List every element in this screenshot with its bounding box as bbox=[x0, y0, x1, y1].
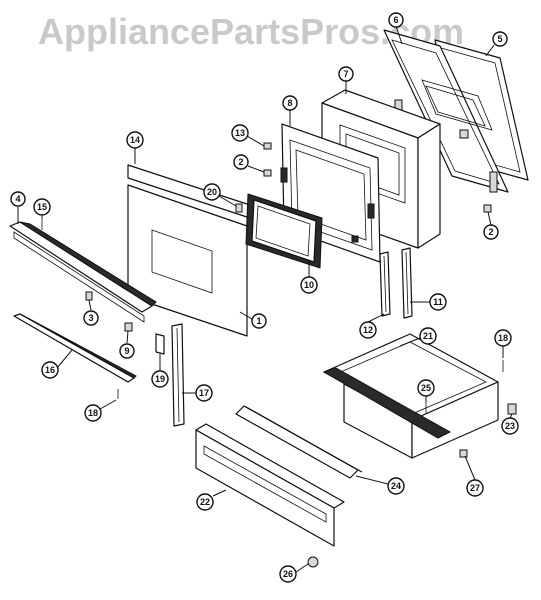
part-small-clip-13 bbox=[263, 142, 272, 150]
svg-text:2: 2 bbox=[488, 227, 493, 237]
callout-25: 25 bbox=[417, 379, 435, 397]
part-vertical-strip-11 bbox=[401, 247, 413, 319]
callout-5: 5 bbox=[492, 31, 508, 47]
svg-text:9: 9 bbox=[124, 346, 129, 356]
part-outer-door-glass bbox=[127, 184, 248, 337]
svg-text:2: 2 bbox=[238, 157, 243, 167]
part-small-screw-2b bbox=[483, 204, 492, 213]
callout-16: 16 bbox=[41, 361, 59, 379]
callout-14: 14 bbox=[126, 131, 144, 149]
callout-2-upper: 2 bbox=[233, 154, 249, 170]
svg-text:11: 11 bbox=[433, 297, 443, 307]
part-clip-9 bbox=[124, 322, 133, 332]
callout-17: 17 bbox=[195, 384, 213, 402]
callout-20: 20 bbox=[203, 183, 221, 201]
part-side-strip-17 bbox=[171, 323, 185, 427]
callout-7: 7 bbox=[338, 66, 354, 82]
callout-18-right: 18 bbox=[494, 329, 512, 347]
svg-text:27: 27 bbox=[470, 483, 480, 493]
part-drawer-front bbox=[195, 423, 345, 547]
callout-10: 10 bbox=[300, 276, 318, 294]
svg-text:23: 23 bbox=[505, 421, 515, 431]
svg-text:4: 4 bbox=[15, 194, 20, 204]
svg-text:1: 1 bbox=[256, 316, 261, 326]
part-knob-26 bbox=[307, 556, 319, 568]
part-clip-23 bbox=[507, 403, 517, 415]
callout-4: 4 bbox=[10, 191, 26, 207]
svg-text:22: 22 bbox=[200, 497, 210, 507]
svg-text:10: 10 bbox=[304, 280, 314, 290]
callout-9: 9 bbox=[119, 343, 135, 359]
callout-6: 6 bbox=[388, 12, 404, 28]
svg-text:21: 21 bbox=[423, 331, 433, 341]
callout-22: 22 bbox=[196, 493, 214, 511]
part-door-handle bbox=[9, 221, 157, 323]
svg-text:6: 6 bbox=[393, 15, 398, 25]
svg-text:18: 18 bbox=[498, 333, 508, 343]
callout-18-left: 18 bbox=[84, 404, 102, 422]
part-clip-27 bbox=[459, 449, 468, 458]
svg-text:24: 24 bbox=[391, 481, 401, 491]
callout-21: 21 bbox=[419, 327, 437, 345]
leader-lines bbox=[17, 25, 513, 573]
callout-3: 3 bbox=[83, 310, 99, 326]
callout-24: 24 bbox=[387, 477, 405, 495]
svg-text:7: 7 bbox=[343, 69, 348, 79]
callout-13: 13 bbox=[231, 124, 249, 142]
part-window-frame bbox=[245, 193, 323, 269]
svg-text:12: 12 bbox=[363, 325, 373, 335]
part-vertical-strip-12 bbox=[379, 251, 391, 317]
callout-15: 15 bbox=[33, 198, 51, 216]
part-bracket-3 bbox=[85, 291, 93, 301]
callout-26: 26 bbox=[279, 565, 297, 583]
svg-text:18: 18 bbox=[88, 408, 98, 418]
svg-text:20: 20 bbox=[207, 187, 217, 197]
svg-text:15: 15 bbox=[37, 202, 47, 212]
callout-12: 12 bbox=[359, 321, 377, 339]
part-drawer-pan bbox=[322, 333, 499, 459]
callout-23: 23 bbox=[501, 417, 519, 435]
svg-text:26: 26 bbox=[283, 569, 293, 579]
callout-8: 8 bbox=[282, 95, 298, 111]
part-side-strip-19 bbox=[155, 333, 165, 355]
svg-text:17: 17 bbox=[199, 388, 209, 398]
part-small-clip-20 bbox=[235, 203, 243, 213]
part-lower-trim bbox=[13, 313, 137, 383]
svg-text:13: 13 bbox=[235, 128, 245, 138]
svg-text:5: 5 bbox=[497, 34, 502, 44]
callout-11: 11 bbox=[429, 293, 447, 311]
svg-text:25: 25 bbox=[421, 383, 431, 393]
part-drawer-strip bbox=[235, 405, 363, 479]
callout-1: 1 bbox=[251, 313, 267, 329]
callout-27: 27 bbox=[466, 479, 484, 497]
svg-text:14: 14 bbox=[130, 135, 140, 145]
callout-19: 19 bbox=[151, 370, 169, 388]
svg-text:8: 8 bbox=[287, 98, 292, 108]
callout-2-right: 2 bbox=[483, 224, 499, 240]
part-small-screw-2a bbox=[263, 169, 272, 177]
svg-text:19: 19 bbox=[155, 374, 165, 384]
svg-text:3: 3 bbox=[88, 313, 93, 323]
svg-text:16: 16 bbox=[45, 365, 55, 375]
